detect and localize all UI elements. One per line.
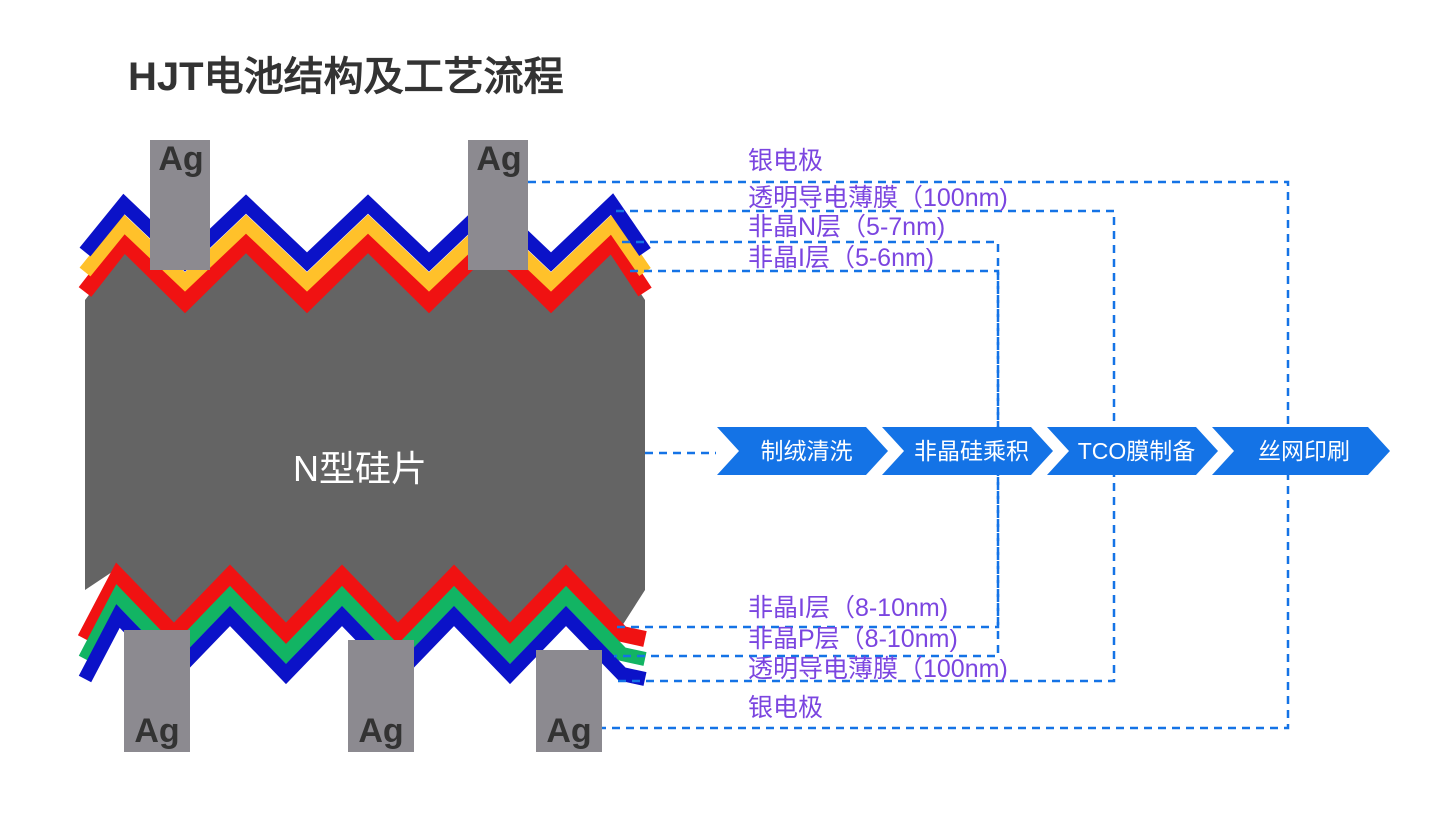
layer-label-top-silver: 银电极 bbox=[748, 147, 824, 175]
process-step-texturing: 制绒清洗 bbox=[760, 438, 853, 464]
process-flow bbox=[717, 427, 1390, 475]
process-step-printing: 丝网印刷 bbox=[1258, 438, 1350, 464]
layer-label-n-layer: 非晶N层（5-7nm) bbox=[748, 213, 946, 241]
process-step-amorphous-si: 非晶硅乘积 bbox=[914, 438, 1029, 464]
layer-label-bottom-tco: 透明导电薄膜（100nm) bbox=[748, 655, 1008, 683]
top-silver-electrode bbox=[468, 140, 528, 270]
bottom-silver-electrode bbox=[348, 640, 414, 752]
layer-label-top-tco: 透明导电薄膜（100nm) bbox=[748, 184, 1008, 212]
leader-line-n-layer bbox=[616, 240, 1000, 629]
bottom-silver-electrode bbox=[124, 630, 190, 752]
process-step-arrow bbox=[1212, 427, 1390, 475]
wafer-label: N型硅片 bbox=[293, 448, 427, 489]
page-title: HJT电池结构及工艺流程 bbox=[128, 55, 564, 99]
bottom-amorphous-i-layer bbox=[77, 562, 647, 647]
bottom-silver-electrode bbox=[536, 650, 602, 752]
process-step-tco: TCO膜制备 bbox=[1077, 438, 1196, 464]
process-step-arrow bbox=[1047, 427, 1218, 475]
process-step-arrow bbox=[882, 427, 1053, 475]
electrode-label: Ag bbox=[476, 140, 522, 178]
electrode-label: Ag bbox=[358, 712, 404, 750]
electrode-label: Ag bbox=[158, 140, 204, 178]
layer-label-p-layer: 非晶P层（8-10nm) bbox=[748, 625, 958, 653]
top-amorphous-i-layer bbox=[78, 229, 652, 314]
electrode-label: Ag bbox=[134, 712, 180, 750]
process-step-arrow bbox=[717, 427, 888, 475]
layer-label-top-i-layer: 非晶I层（5-6nm) bbox=[748, 244, 935, 272]
n-type-wafer bbox=[85, 250, 645, 626]
layer-label-bottom-silver: 银电极 bbox=[748, 694, 824, 722]
leader-line-top-silver bbox=[528, 180, 1290, 730]
layer-label-bottom-i-layer: 非晶I层（8-10nm) bbox=[748, 594, 949, 622]
top-silver-electrode bbox=[150, 140, 210, 270]
electrode-label: Ag bbox=[546, 712, 592, 750]
